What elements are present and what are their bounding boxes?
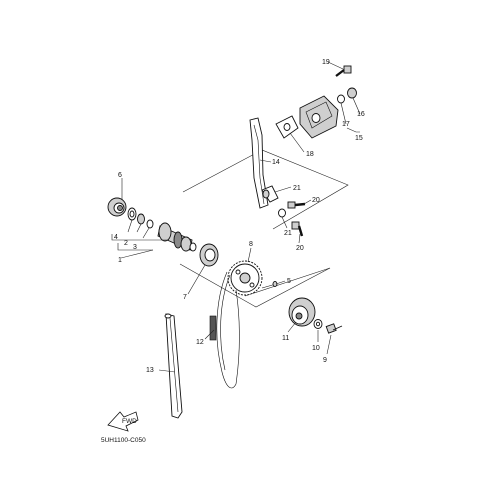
label-11: 11 <box>282 335 289 342</box>
bolt-part-19 <box>335 65 352 77</box>
label-3: 3 <box>133 244 137 251</box>
label-17: 17 <box>342 121 350 128</box>
label-15: 15 <box>355 135 363 142</box>
ring-part-4 <box>127 207 137 221</box>
label-10: 10 <box>312 345 320 352</box>
label-1: 1 <box>118 257 122 264</box>
label-12: 12 <box>196 339 204 346</box>
label-4: 4 <box>114 234 118 241</box>
plug-part-16 <box>347 87 357 99</box>
diagram-code: 5UH1100-C050 <box>101 437 146 444</box>
label-13: 13 <box>146 367 154 374</box>
chain-guide-part-13 <box>164 313 183 419</box>
washer-part-17 <box>337 94 345 104</box>
idler-part-11 <box>288 297 316 327</box>
label-2: 2 <box>124 240 128 247</box>
sprocket-part-8 <box>227 260 263 296</box>
washer-part-10 <box>313 319 323 329</box>
camshaft-part-1 <box>157 222 197 252</box>
tensioner-part-15 <box>299 95 339 139</box>
group-boundary-lines <box>179 149 349 308</box>
bolt-part-20b <box>291 221 304 237</box>
washer-part-3 <box>146 219 154 229</box>
label-6: 6 <box>118 172 122 179</box>
label-18: 18 <box>306 151 314 158</box>
bearing-part-6 <box>107 197 127 217</box>
label-20a: 20 <box>312 197 320 204</box>
gasket-part-18 <box>275 115 299 139</box>
label-9: 9 <box>323 357 327 364</box>
pin-part-2 <box>137 213 145 225</box>
middle-group-boundary <box>179 263 331 308</box>
chain-guide-part-14 <box>249 117 269 209</box>
label-8: 8 <box>249 241 253 248</box>
bolt-part-21a <box>261 185 279 203</box>
label-7: 7 <box>183 294 187 301</box>
bolt-part-9 <box>325 323 343 334</box>
label-16: 16 <box>357 111 365 118</box>
label-21b: 21 <box>284 230 292 237</box>
upper-group-boundary <box>182 149 349 230</box>
lower-group-boundary <box>244 267 331 297</box>
label-21a: 21 <box>293 185 301 192</box>
bolt-part-21b <box>278 208 286 218</box>
label-20b: 20 <box>296 245 304 252</box>
bolt-part-20a <box>287 201 306 209</box>
label-14: 14 <box>272 159 280 166</box>
bearing-part-7 <box>199 243 219 267</box>
part-labels: 6 4 2 3 1 7 8 5 12 13 11 10 9 14 18 21 2… <box>114 59 365 374</box>
pin-part-5 <box>261 281 278 289</box>
label-5: 5 <box>287 278 291 285</box>
leader-lines <box>111 61 361 373</box>
fwd-arrow-icon: FWD <box>107 411 139 432</box>
fwd-arrow-text: FWD <box>122 418 137 425</box>
cam-chain-part-12 <box>209 271 240 389</box>
label-19: 19 <box>322 59 330 66</box>
